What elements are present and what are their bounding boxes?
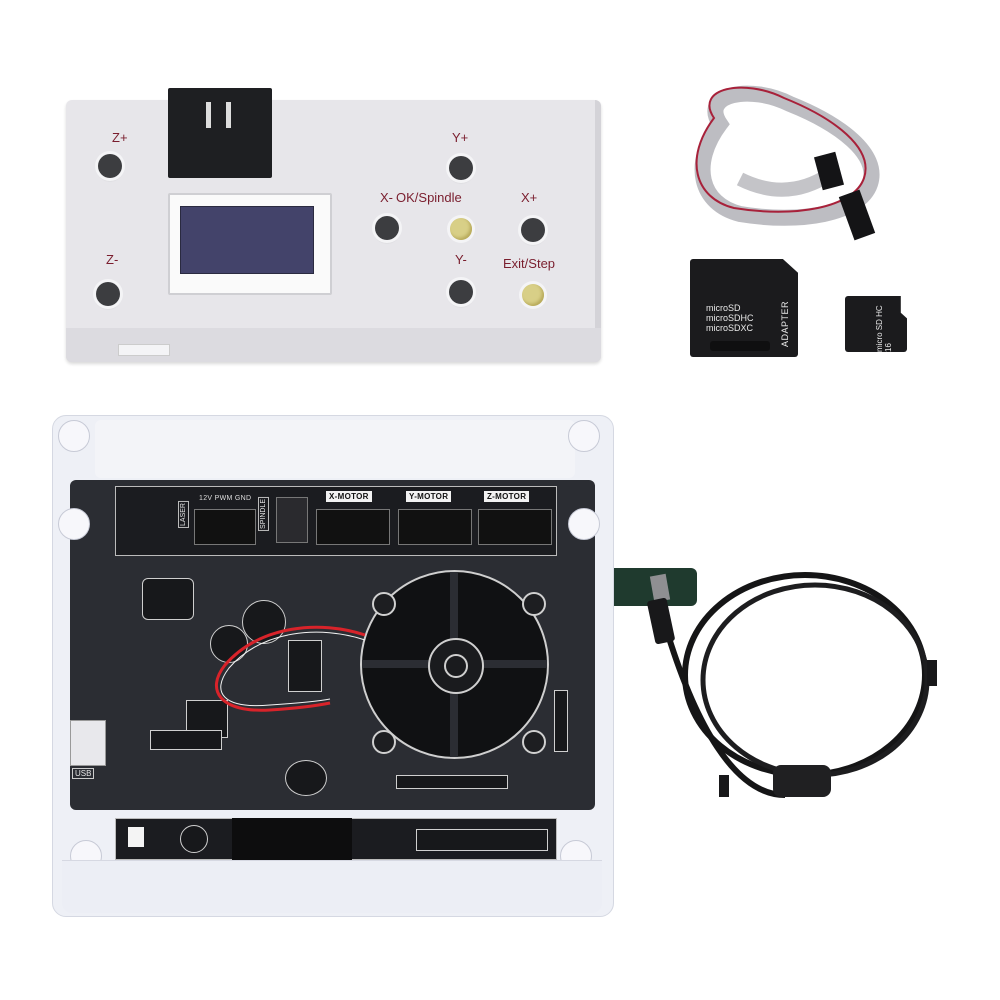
sd-line-microsd: microSD xyxy=(706,303,741,313)
z-motor-port[interactable] xyxy=(478,509,552,545)
header-pins xyxy=(150,730,222,750)
controller-idc-port[interactable] xyxy=(232,818,352,860)
label-exit-step: Exit/Step xyxy=(503,256,556,271)
connector-pin xyxy=(226,102,231,128)
fan-power-wire xyxy=(214,625,366,712)
top-connector-strip: LASER 12V PWM GND SPINDLE X-MOTOR Y-MOTO… xyxy=(115,486,557,556)
buzzer xyxy=(285,760,327,796)
idc-connector xyxy=(168,88,697,606)
x-motor-port[interactable] xyxy=(316,509,390,545)
y-motor-label: Y-MOTOR xyxy=(406,491,452,502)
ribbon-cable xyxy=(694,85,880,241)
case-post xyxy=(58,420,90,452)
button-x-minus[interactable] xyxy=(375,216,399,240)
controller-card-slot xyxy=(118,344,170,356)
y-motor-port[interactable] xyxy=(398,509,472,545)
button-y-plus[interactable] xyxy=(449,156,473,180)
sd-adapter-label: ADAPTER xyxy=(780,301,790,348)
button-z-minus[interactable] xyxy=(96,282,120,306)
case-post xyxy=(568,420,600,452)
x-motor-label: X-MOTOR xyxy=(326,491,372,502)
button-ok-spindle[interactable] xyxy=(450,218,472,240)
button-exit-step[interactable] xyxy=(522,284,544,306)
fan-screw xyxy=(372,592,396,616)
label-y-plus: Y+ xyxy=(452,130,469,145)
label-z-plus: Z+ xyxy=(112,130,128,145)
microsd-label: micro SD HC 16 xyxy=(875,305,893,352)
fan-hub xyxy=(428,638,484,694)
label-ok-spindle: OK/Spindle xyxy=(396,190,462,205)
pin-row xyxy=(396,775,508,789)
handheld-controller xyxy=(66,100,601,362)
button-x-plus[interactable] xyxy=(521,218,545,242)
sd-line-microsdhc: microSDHC xyxy=(706,313,754,323)
laser-label: LASER xyxy=(178,501,189,528)
capacitor xyxy=(210,625,248,663)
spindle-label: SPINDLE xyxy=(258,497,269,531)
laser-port[interactable] xyxy=(194,509,256,545)
button-z-plus[interactable] xyxy=(98,154,122,178)
label-y-minus: Y- xyxy=(455,252,467,267)
acrylic-top-strip xyxy=(95,420,575,478)
usb-label: USB xyxy=(72,768,95,779)
usb-cable xyxy=(647,572,937,798)
sd-adapter: microSD microSDHC microSDXC ADAPTER xyxy=(690,259,798,357)
label-z-minus: Z- xyxy=(106,252,119,267)
usb-port[interactable] xyxy=(70,720,106,766)
z-motor-label: Z-MOTOR xyxy=(484,491,530,502)
microsd-card: micro SD HC 16 xyxy=(845,296,907,352)
label-x-minus: X- xyxy=(380,190,393,205)
acrylic-bottom-strip xyxy=(62,860,602,913)
limit-switch-header[interactable] xyxy=(416,829,548,851)
case-post xyxy=(568,508,600,540)
fan-screw xyxy=(372,730,396,754)
spindle-mosfet xyxy=(276,497,308,543)
sd-adapter-text: microSD microSDHC microSDXC xyxy=(706,303,754,333)
ic-chip xyxy=(288,640,322,692)
sd-adapter-notch xyxy=(710,341,770,351)
sd-line-microsdxc: microSDXC xyxy=(706,323,754,333)
laser-pins-label: 12V PWM GND xyxy=(196,493,255,504)
led-column xyxy=(554,690,568,752)
fan-hub-center xyxy=(444,654,468,678)
lcd-screen xyxy=(180,206,314,274)
connector-pin xyxy=(206,102,211,128)
button-y-minus[interactable] xyxy=(449,280,473,304)
fan-screw xyxy=(522,592,546,616)
label-x-plus: X+ xyxy=(521,190,538,205)
inductor xyxy=(142,578,194,620)
reset-button[interactable] xyxy=(180,825,208,853)
case-post xyxy=(58,508,90,540)
power-switch[interactable] xyxy=(128,827,144,847)
fan-screw xyxy=(522,730,546,754)
